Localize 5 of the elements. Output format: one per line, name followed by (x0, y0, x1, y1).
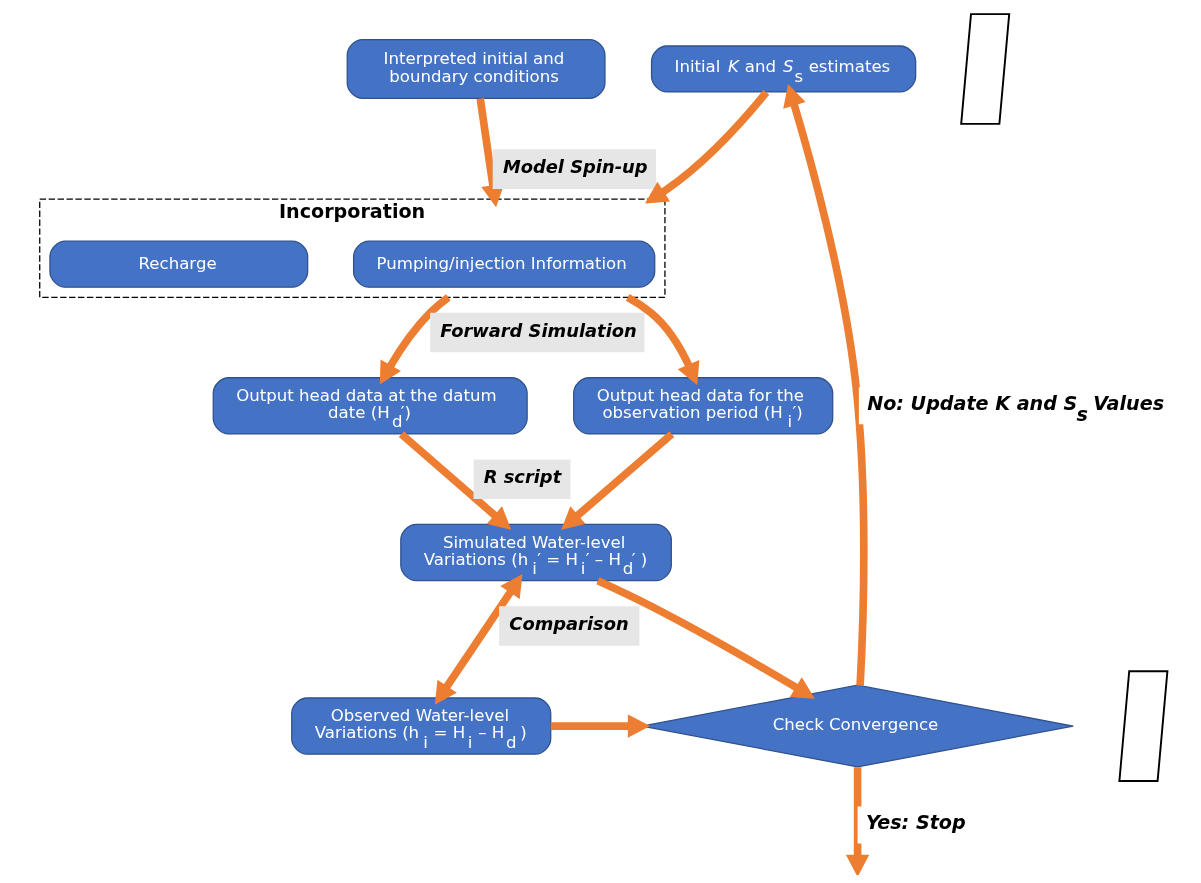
edge-label: Yes: Stop (865, 810, 966, 834)
edge-label: Model Spin-up (502, 155, 648, 177)
edge-label: Comparison (509, 612, 629, 634)
edge-label: R script (483, 465, 562, 487)
edge-label: Forward Simulation (440, 319, 637, 341)
